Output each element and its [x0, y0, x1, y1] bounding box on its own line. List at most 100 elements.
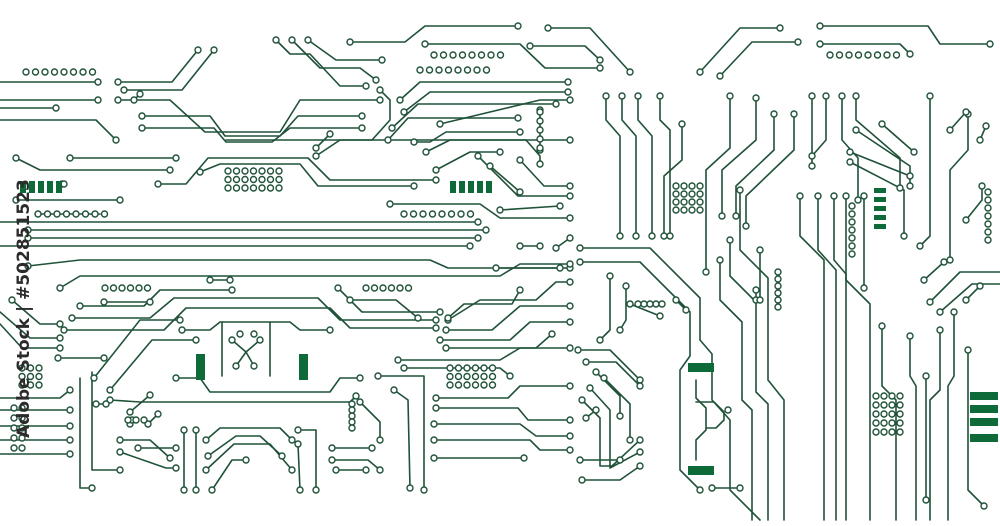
solder-pad: [566, 302, 574, 310]
solder-pad: [872, 428, 880, 436]
solder-pad: [634, 92, 642, 100]
solder-pad: [574, 346, 582, 354]
solder-pad: [18, 414, 26, 422]
solder-pad: [414, 314, 422, 322]
solder-pad: [35, 372, 43, 381]
solder-pad: [688, 198, 696, 206]
solder-pad: [486, 162, 494, 170]
solder-pad: [348, 412, 356, 420]
circuit-trace: [349, 25, 519, 43]
chip-block: [299, 354, 308, 380]
solder-pad: [326, 326, 334, 334]
chip-block: [450, 181, 456, 193]
chip-block: [468, 181, 474, 193]
solder-pad: [72, 210, 80, 218]
circuit-trace: [231, 339, 247, 367]
circuit-trace: [929, 271, 1000, 303]
solder-pad: [852, 92, 860, 100]
solder-pad: [860, 192, 868, 200]
solder-pad: [622, 282, 630, 290]
solder-pad: [688, 206, 696, 214]
solder-pad: [224, 175, 232, 184]
solder-pad: [143, 284, 152, 292]
solder-pad: [688, 182, 696, 190]
solder-pad: [474, 234, 482, 242]
solder-pad: [774, 289, 782, 297]
solder-pad: [138, 112, 146, 120]
solder-pad: [100, 298, 108, 306]
solder-pad: [18, 444, 26, 452]
solder-pad: [678, 120, 686, 128]
circuit-trace: [855, 95, 901, 189]
solder-pad: [488, 364, 497, 372]
solder-pad: [250, 362, 258, 370]
solder-pad: [447, 210, 456, 218]
solder-pad: [106, 386, 114, 394]
solder-pad: [566, 96, 574, 104]
solder-pad: [566, 234, 574, 242]
circuit-trace: [659, 95, 671, 237]
solder-pad: [356, 398, 364, 406]
solder-pad: [436, 336, 444, 344]
solder-pad: [138, 124, 146, 132]
solder-pad: [76, 302, 84, 310]
solder-pad: [680, 182, 688, 190]
solder-pad: [536, 117, 544, 125]
solder-pad: [275, 184, 283, 192]
solder-pad: [716, 72, 724, 80]
solder-pad: [26, 381, 35, 389]
solder-pad: [536, 108, 544, 116]
chip-block: [688, 466, 714, 475]
solder-pad: [616, 232, 624, 240]
circuit-trace: [445, 333, 553, 349]
circuit-trace: [0, 119, 117, 141]
circuit-trace: [579, 247, 761, 521]
solder-pad: [878, 322, 886, 330]
solder-pad: [516, 242, 524, 250]
solder-pad: [636, 462, 644, 470]
solder-pad: [192, 486, 200, 494]
solder-pad: [250, 330, 258, 338]
circuit-trace: [15, 157, 171, 171]
circuit-trace: [0, 389, 71, 399]
solder-pad: [626, 436, 634, 444]
solder-pad: [228, 286, 236, 294]
solder-pad: [278, 452, 286, 460]
solder-pad: [726, 236, 734, 244]
solder-pad: [596, 336, 604, 344]
circuit-trace: [799, 195, 825, 521]
solder-pad: [516, 128, 524, 136]
solder-pad: [454, 381, 463, 389]
solder-pad: [880, 392, 888, 400]
solder-pad: [600, 374, 608, 382]
circuit-trace: [447, 289, 521, 319]
solder-pad: [716, 256, 724, 264]
solder-pad: [56, 284, 64, 292]
solder-pad: [816, 22, 824, 30]
solder-pad: [463, 381, 471, 389]
solder-pad: [178, 326, 186, 334]
circuit-trace: [397, 347, 571, 361]
circuit-trace: [735, 113, 775, 217]
solder-pad: [112, 136, 120, 144]
solder-pad: [154, 180, 162, 188]
solder-pad: [564, 88, 572, 96]
solder-pad: [114, 78, 122, 86]
solder-pad: [602, 92, 610, 100]
solder-pad: [258, 184, 266, 192]
solder-pad: [241, 167, 249, 175]
solder-pad: [10, 414, 18, 422]
circuit-trace: [433, 439, 571, 451]
solder-pad: [66, 154, 74, 162]
solder-pad: [708, 484, 716, 492]
solder-pad: [696, 190, 704, 198]
circuit-trace: [439, 321, 571, 341]
solder-pad: [172, 444, 180, 452]
solder-pad: [936, 326, 944, 334]
solder-pad: [146, 391, 154, 399]
solder-pad: [52, 104, 60, 112]
solder-pad: [116, 448, 124, 456]
circuit-trace: [881, 123, 915, 153]
solder-pad: [79, 68, 87, 76]
